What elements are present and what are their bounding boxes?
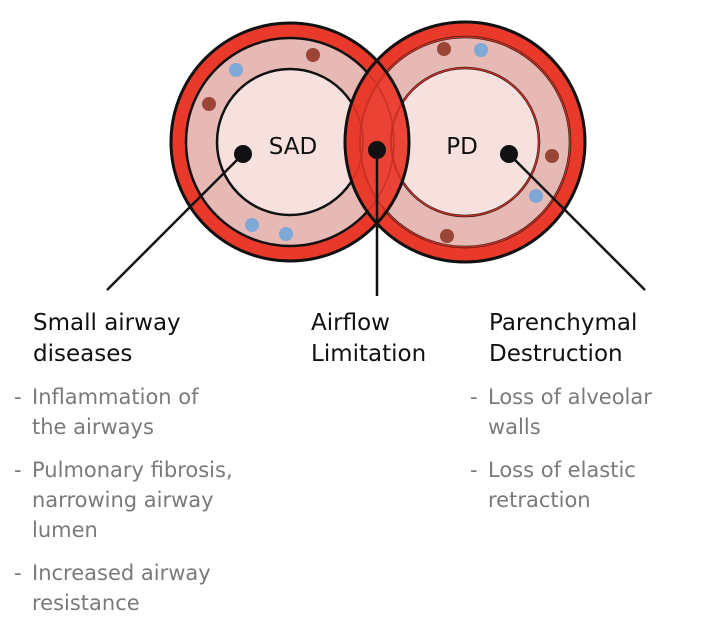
blue-cell-icon <box>229 63 243 77</box>
list-item: - Loss of alveolar walls <box>470 385 652 439</box>
sad-pointer-line <box>106 153 244 291</box>
red-cell-icon <box>545 149 559 163</box>
red-cell-icon <box>437 42 451 56</box>
blue-cell-icon <box>279 227 293 241</box>
blue-cell-icon <box>474 43 488 57</box>
red-cell-icon <box>440 229 454 243</box>
pd-heading: Parenchymal Destruction <box>489 310 638 367</box>
red-cell-icon <box>306 48 320 62</box>
list-item: - Loss of elastic retraction <box>470 458 636 512</box>
blue-cell-icon <box>245 218 259 232</box>
blue-cell-icon <box>529 189 543 203</box>
sad-bullet-list: - Inflammation of the airways - Pulmonar… <box>14 382 294 631</box>
pd-label: PD <box>446 134 478 160</box>
sad-anchor-dot <box>234 145 252 163</box>
pd-bullet-list: - Loss of alveolar walls - Loss of elast… <box>470 382 695 528</box>
list-item: - Inflammation of the airways <box>14 385 199 439</box>
sad-label: SAD <box>269 134 317 160</box>
sad-heading: Small airway diseases <box>33 310 181 367</box>
list-item: - Increased airway resistance <box>14 561 211 615</box>
red-cell-icon <box>202 97 216 111</box>
pd-pointer-line <box>508 153 646 291</box>
list-item: - Pulmonary fibrosis, narrowing airway l… <box>14 458 233 542</box>
pd-anchor-dot <box>500 145 518 163</box>
airflow-anchor-dot <box>368 141 386 159</box>
airflow-heading: Airflow Limitation <box>311 310 427 367</box>
